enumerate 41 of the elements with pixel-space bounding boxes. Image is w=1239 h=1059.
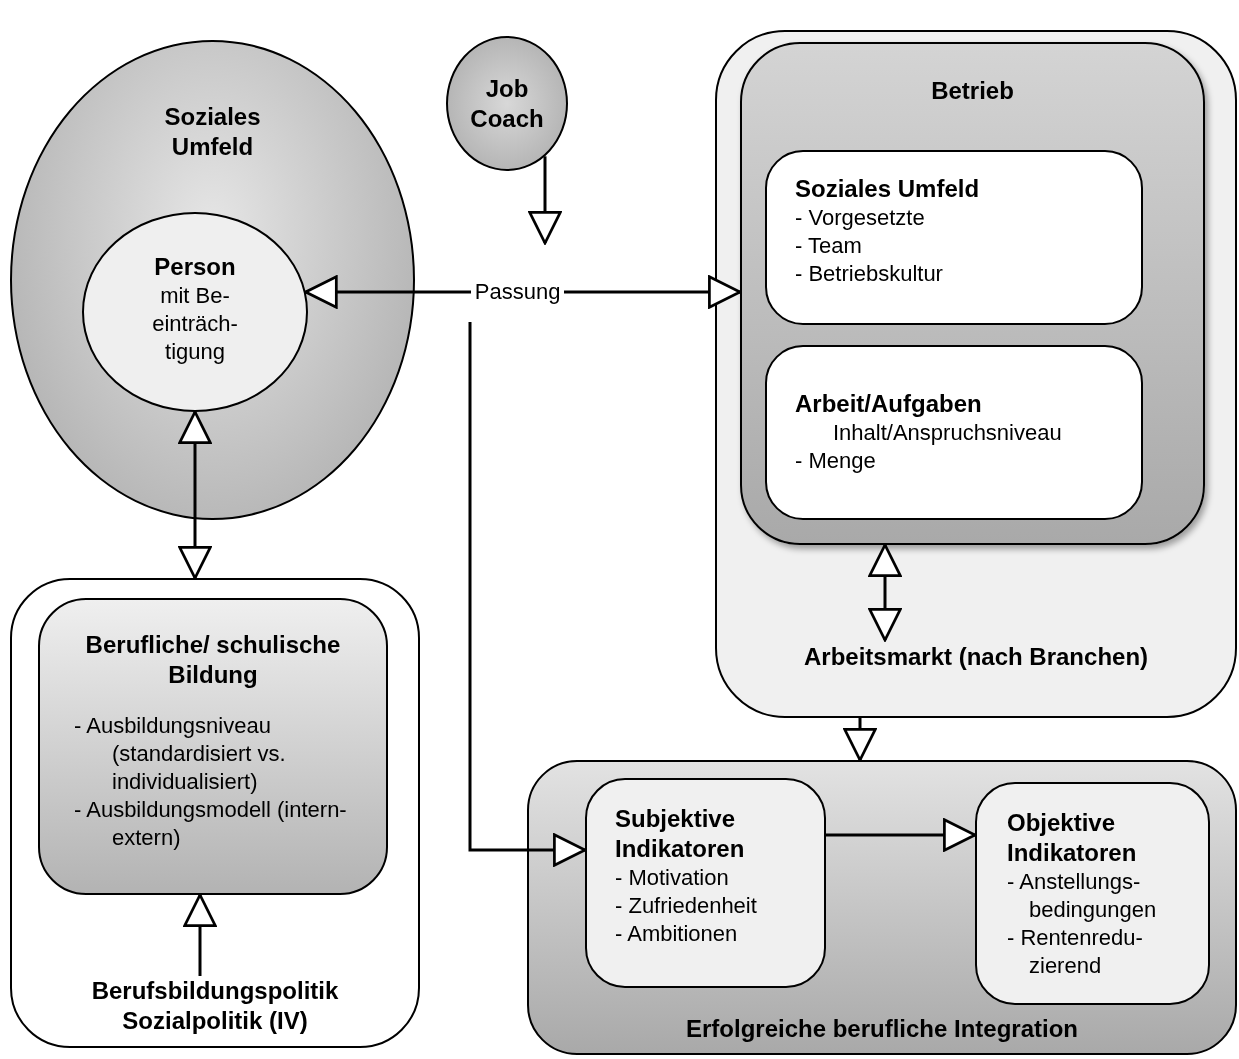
node-heading: Job Coach — [469, 74, 545, 134]
node-text: mit Be- einträch- tigung — [151, 282, 239, 366]
list-item: - Ausbildungsmodell (intern-extern) — [74, 796, 348, 852]
arrow — [868, 543, 902, 642]
list-item: - Anstellungs- bedingungen — [1007, 868, 1158, 924]
indicator-card — [975, 782, 1210, 1005]
node-heading: Betrieb — [930, 76, 1015, 106]
node-heading: Soziales Umfeld — [795, 174, 981, 204]
education-card — [38, 598, 388, 895]
company-panel — [740, 42, 1205, 545]
node-heading: Objektive Indikatoren — [1007, 808, 1138, 868]
node-heading: Person — [153, 252, 237, 282]
list-item: - Ausbildungsniveau (standardisiert vs. individualisiert) — [74, 712, 287, 796]
info-card — [765, 150, 1143, 325]
policy-panel — [10, 578, 420, 1048]
arrow — [468, 322, 587, 867]
arrow — [826, 818, 977, 852]
labour-market-panel — [715, 30, 1237, 718]
list-item: - Ambitionen — [615, 920, 739, 948]
arrow — [183, 893, 217, 976]
arrow — [528, 156, 562, 245]
indicator-card — [585, 778, 826, 988]
list-item: - Rentenredu- zierend — [1007, 924, 1144, 980]
node-heading: Berufsbildungspolitik Sozialpolitik (IV) — [90, 976, 340, 1036]
list-item: Inhalt/Anspruchsniveau — [832, 419, 1063, 447]
list-item: - Motivation — [615, 864, 730, 892]
arrow — [843, 718, 877, 762]
node-heading: Soziales Umfeld — [163, 102, 262, 162]
list-item: - Vorgesetzte — [795, 204, 926, 232]
list-item: - Menge — [795, 447, 877, 475]
node-heading: Arbeit/Aufgaben — [795, 389, 983, 419]
integration-panel — [527, 760, 1237, 1055]
node-heading: Subjektive Indikatoren — [615, 804, 746, 864]
arrow — [178, 410, 212, 580]
list-item: - Betriebskultur — [795, 260, 944, 288]
node-heading: Erfolgreiche berufliche Integration — [684, 1014, 1080, 1044]
info-card — [765, 345, 1143, 520]
list-item: - Team — [795, 232, 863, 260]
node-heading: Berufliche/ schulische Bildung — [84, 630, 342, 690]
node-heading: Arbeitsmarkt (nach Branchen) — [802, 642, 1150, 672]
list-item: - Zufriedenheit — [615, 892, 758, 920]
